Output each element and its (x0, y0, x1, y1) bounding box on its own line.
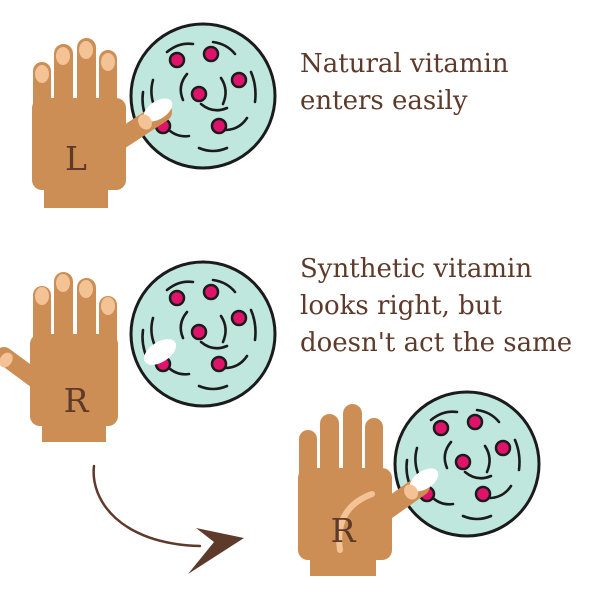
synthetic-vitamin-group: R (0, 260, 277, 442)
transition-arrow (92, 464, 244, 574)
fingertip-highlight-middle (143, 339, 177, 365)
caption-synthetic-vitamin: Synthetic vitamin looks right, but doesn… (300, 251, 572, 362)
cell-middle (129, 260, 277, 408)
hand-left-top: L (32, 38, 173, 208)
cell-top (129, 22, 277, 170)
caption-natural-vitamin: Natural vitamin enters easily (300, 46, 509, 120)
caption-synthetic-line-2: looks right, but (300, 291, 502, 321)
hand-right-middle: R (0, 272, 118, 442)
caption-synthetic-line-3: doesn't act the same (300, 328, 573, 358)
synthetic-vitamin-reversed-group: R (298, 390, 541, 576)
caption-synthetic-line-1: Synthetic vitamin (300, 254, 533, 284)
hand-letter-top: L (65, 139, 87, 178)
caption-natural-line-2: enters easily (300, 86, 468, 116)
caption-natural-line-1: Natural vitamin (300, 49, 509, 79)
hand-right-bottom: R (298, 404, 439, 576)
hand-letter-bottom: R (331, 511, 357, 550)
natural-vitamin-group: L (32, 22, 277, 208)
hand-letter-middle: R (64, 381, 90, 420)
cell-bottom (393, 390, 541, 538)
